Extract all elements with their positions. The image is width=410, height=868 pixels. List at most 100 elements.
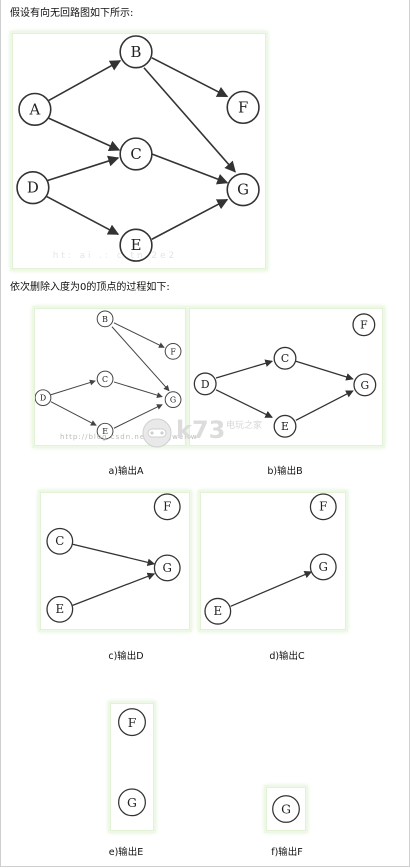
edge-d-c [46,155,120,182]
caption-step-d: d)输出C [269,651,305,662]
main-graph-figure: A B C D E F G ht: ai .: c tn 2e2 [12,33,266,269]
node-d [193,372,217,396]
node-e [96,422,114,440]
node-f [118,708,146,737]
node-g [309,553,337,581]
node-label: G [127,795,137,810]
node-label: C [102,375,108,384]
main-graph-svg: A B C D E F G ht: ai .: c tn 2e2 [16,35,260,262]
node-e [46,595,74,623]
node-label: E [55,602,64,616]
node-c [96,370,114,388]
edge-e-g [230,571,313,607]
edge-d-e [215,389,273,418]
node-label: G [281,803,291,817]
node-label: G [163,561,172,575]
node-g-label: G [237,181,249,199]
edge-e-g [113,404,163,429]
step-c-figure: F C G E [40,492,190,630]
node-g [226,173,260,207]
node-label: C [281,352,289,365]
edge-e-g [295,390,354,421]
edge-e-g [72,572,156,606]
edge-e-g [151,198,229,240]
node-f [164,343,182,360]
step-a-svg: B F C D G E [35,310,182,440]
intro-text: 假设有向无回路图如下所示: [10,8,134,19]
edge-b-g [111,326,170,392]
edge-d-c [50,379,96,396]
edge-b-f [113,322,165,348]
node-e [273,414,297,438]
node-label: D [40,394,46,403]
step-c-svg: F C G E [46,493,181,623]
step-d-figure: F G E [200,492,346,630]
edge-d-e [50,401,97,426]
node-label: D [201,378,210,391]
caption-step-f: f)输出F [271,847,303,858]
node-d [35,389,52,407]
k73-watermark: k73 电玩之家 [140,416,290,450]
node-label: E [213,604,222,618]
node-a [18,92,52,127]
k73-tagline: 电玩之家 [226,421,263,431]
node-label: G [170,396,176,405]
node-g [353,373,377,397]
node-label: F [319,500,327,514]
step-e-svg: F G [118,708,146,817]
node-label: E [281,420,289,433]
step-d-svg: F G E [204,493,337,625]
edge-c-g [113,381,163,398]
edge-d-c [215,359,273,379]
node-e [204,597,232,625]
node-label: F [360,319,368,332]
edge-a-c [48,117,121,151]
node-b [96,310,114,328]
node-a-label: A [29,100,41,118]
node-f [226,90,260,125]
step-f-svg: G [272,795,300,823]
node-d [16,171,50,205]
caption-step-e: e)输出E [108,847,144,858]
node-d-label: D [27,179,39,197]
caption-step-a: a)输出A [108,466,144,477]
section-text: 依次删除入度为0的顶点的过程如下: [10,282,170,293]
node-e-label: E [131,236,142,254]
faint-watermark: ht: ai .: c tn 2e2 [53,251,177,261]
step-e-figure: F G [110,703,154,831]
node-label: E [102,427,108,436]
edge-d-e [46,195,120,235]
node-label: B [102,315,108,324]
node-f [309,493,337,521]
node-b-label: B [131,43,142,61]
caption-step-b: b)输出B [267,466,303,477]
caption-step-c: c)输出D [108,651,144,662]
node-c [119,137,153,171]
node-f [352,313,376,337]
node-b [119,35,153,69]
node-label: G [319,560,328,574]
node-label: C [55,534,64,548]
edge-c-g [151,153,229,185]
step-b-svg: F C D G E [193,313,377,438]
node-f-label: F [238,98,248,116]
node-f [153,493,181,521]
step-b-figure: F C D G E [189,308,383,446]
node-label: F [163,500,171,514]
edge-b-f [151,57,229,98]
edge-c-g [72,543,156,567]
node-c [46,527,74,555]
node-label: F [170,347,176,356]
node-label: F [128,715,137,730]
step-f-figure: G [266,787,306,831]
node-g [153,554,181,582]
node-e [119,228,153,262]
node-g [272,795,300,823]
node-label: G [361,379,370,392]
node-g [164,391,182,409]
node-c [273,346,297,370]
node-g [118,788,146,817]
url-watermark: http://blog.csdn.net/tengweitw [60,433,198,441]
k73-logo-icon [142,418,172,448]
edge-b-g [143,67,236,173]
